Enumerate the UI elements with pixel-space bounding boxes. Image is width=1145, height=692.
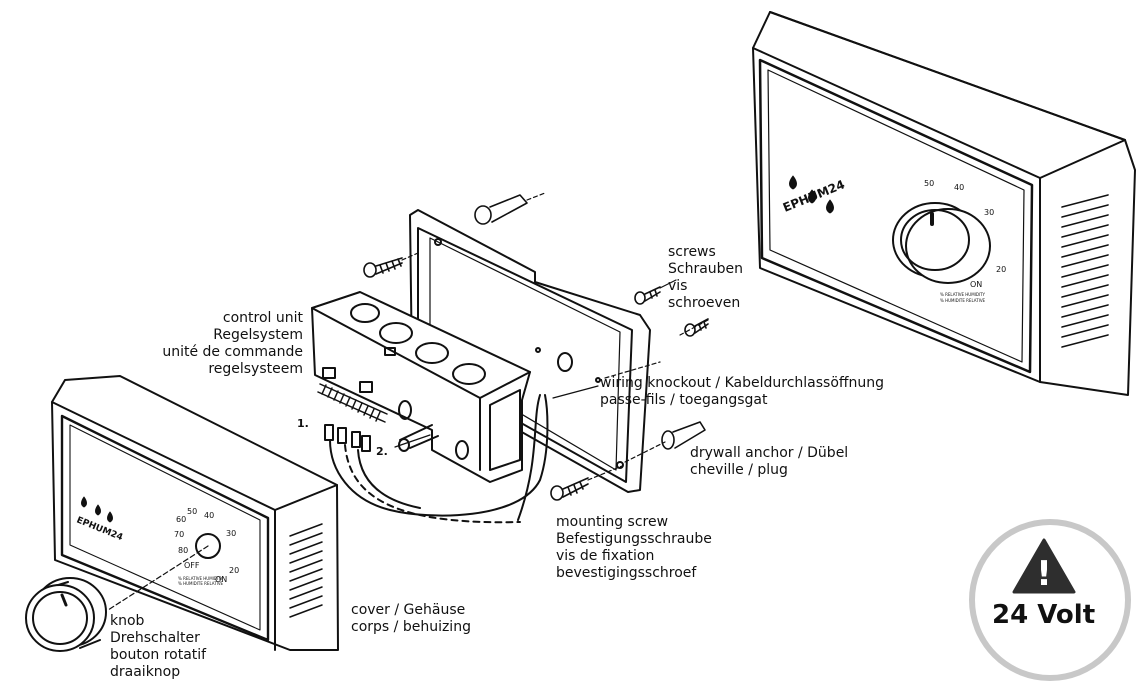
small-scale-off: OFF	[184, 561, 200, 570]
label-control-unit-nl: regelsysteem	[208, 361, 303, 377]
assembled-unit	[752, 11, 1136, 396]
label-drywall-anchor: drywall anchor / Dübel cheville / plug	[690, 445, 848, 479]
label-screws-en: screws	[668, 244, 716, 260]
large-scale-40: 40	[954, 183, 964, 192]
large-scale-on: ON	[970, 280, 982, 289]
large-dial-caption-1: % RELATIVE HUMIDITY	[940, 292, 986, 297]
label-control-unit: control unit Regelsystem unité de comman…	[120, 310, 303, 378]
label-cover: cover / Gehäuse corps / behuizing	[351, 602, 471, 636]
mounting-screw	[550, 477, 589, 501]
back-plate	[409, 209, 651, 493]
label-drywall-anchor-line2: cheville / plug	[690, 462, 788, 478]
warning-voltage-text: 24 Volt	[992, 600, 1096, 630]
dial-large	[892, 202, 991, 284]
screw-left	[363, 257, 403, 278]
screw-right-1	[634, 286, 661, 305]
label-screws-de: Schrauben	[668, 261, 744, 277]
label-control-unit-fr: unité de commande	[162, 344, 303, 360]
label-mounting-screw-de: Befestigungsschraube	[556, 531, 712, 547]
vent-slots-small	[289, 523, 323, 618]
label-cover-line1: cover / Gehäuse	[351, 602, 466, 618]
label-screws-nl: schroeven	[668, 295, 741, 311]
anchor-top	[474, 194, 528, 225]
knob	[25, 577, 107, 652]
large-scale-20: 20	[996, 265, 1006, 274]
label-drywall-anchor-line1: drywall anchor / Dübel	[690, 445, 849, 461]
label-control-unit-en: control unit	[222, 310, 303, 326]
label-knob-en: knob	[110, 613, 145, 629]
step-1-label: 1.	[297, 417, 309, 430]
small-scale-30: 30	[226, 529, 236, 538]
label-mounting-screw-fr: vis de fixation	[556, 548, 655, 564]
label-mounting-screw-nl: bevestigingsschroef	[556, 565, 697, 581]
warning-badge	[969, 519, 1131, 681]
heating-coil	[317, 383, 388, 423]
large-scale-30: 30	[984, 208, 994, 217]
label-screws: screws Schrauben vis schroeven	[668, 244, 743, 312]
warning-triangle	[1012, 538, 1076, 594]
label-wiring-knockout-line1: wiring knockout / Kabeldurchlassöffnung	[600, 375, 885, 391]
vent-slots-large	[1061, 194, 1109, 348]
label-screws-fr: vis	[668, 278, 688, 294]
small-scale-80: 80	[178, 546, 188, 555]
small-dial-scale: 50 40 60 30 70 80 OFF 20 ON % RELATIVE H…	[174, 507, 239, 586]
small-scale-40: 40	[204, 511, 214, 520]
label-knob-fr: bouton rotatif	[110, 647, 207, 663]
drop-icons-small	[81, 496, 113, 523]
large-dial-scale: 50 40 30 20 ON % RELATIVE HUMIDITY % HUM…	[924, 179, 1006, 303]
label-mounting-screw-en: mounting screw	[556, 514, 669, 530]
label-cover-line2: corps / behuizing	[351, 619, 471, 635]
label-wiring-knockout: wiring knockout / Kabeldurchlassöffnung …	[600, 375, 884, 409]
small-dial-caption-2: % HUMIDITE RELATIVE	[178, 581, 224, 586]
small-dial-caption-1: % RELATIVE HUMIDITY	[178, 576, 224, 581]
control-unit	[311, 291, 549, 524]
step-2-label: 2.	[376, 445, 388, 458]
small-scale-on: ON	[215, 575, 227, 584]
small-scale-50: 50	[187, 507, 197, 516]
warning-symbol: !	[1036, 554, 1052, 594]
label-control-unit-de: Regelsystem	[213, 327, 303, 343]
anchor-right	[661, 421, 706, 450]
large-dial-caption-2: % HUMIDITE RELATIVE	[940, 298, 986, 303]
fasteners	[363, 194, 709, 501]
small-scale-20: 20	[229, 566, 239, 575]
label-knob: knob Drehschalter bouton rotatif draaikn…	[110, 613, 206, 681]
small-scale-60: 60	[176, 515, 186, 524]
guide-lines	[107, 192, 709, 611]
label-knob-de: Drehschalter	[110, 630, 200, 646]
large-scale-50: 50	[924, 179, 934, 188]
drop-icons-large	[789, 175, 834, 214]
front-cover	[51, 375, 339, 651]
label-mounting-screw: mounting screw Befestigungsschraube vis …	[556, 514, 712, 582]
label-knob-nl: draaiknop	[110, 664, 181, 680]
label-wiring-knockout-line2: passe-fils / toegangsgat	[600, 392, 768, 408]
warning-circle	[969, 519, 1131, 681]
small-scale-70: 70	[174, 530, 184, 539]
